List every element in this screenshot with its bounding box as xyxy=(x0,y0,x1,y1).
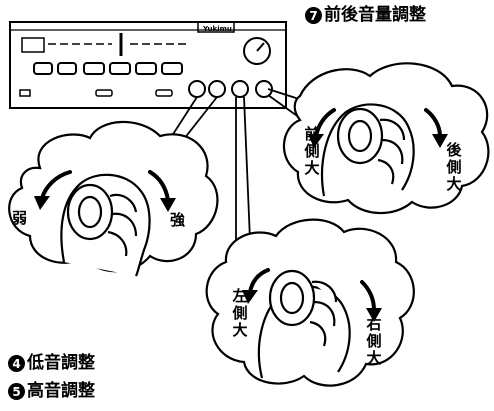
caption-number-badge: 7 xyxy=(305,7,322,24)
caption-label: 低音調整 xyxy=(27,353,95,373)
caption-label: 前後音量調整 xyxy=(324,5,426,25)
caption-label: 高音調整 xyxy=(27,381,95,401)
caption-number-badge: 5 xyxy=(8,383,25,400)
caption-bass: 4 低音調整 xyxy=(8,355,95,372)
label-rear-louder: 後側大 xyxy=(446,141,462,193)
label-left-louder: 左側大 xyxy=(232,287,248,339)
caption-treble: 5 高音調整 xyxy=(8,383,95,400)
panel-brand: Yukimu xyxy=(203,25,232,33)
label-front-louder: 前側大 xyxy=(304,125,320,177)
hand-balance xyxy=(257,269,351,379)
label-weak: 弱 xyxy=(12,209,28,227)
caption-number-badge: 4 xyxy=(8,355,25,372)
arrow-heads xyxy=(34,134,448,322)
label-right-louder: 右側大 xyxy=(366,315,382,367)
hand-bass-treble xyxy=(60,173,151,277)
stereo-panel xyxy=(9,21,287,109)
label-strong: 強 xyxy=(170,211,186,229)
arrows xyxy=(40,108,442,312)
caption-front-rear-volume: 7 前後音量調整 xyxy=(305,7,426,24)
hand-front-rear xyxy=(320,103,415,197)
